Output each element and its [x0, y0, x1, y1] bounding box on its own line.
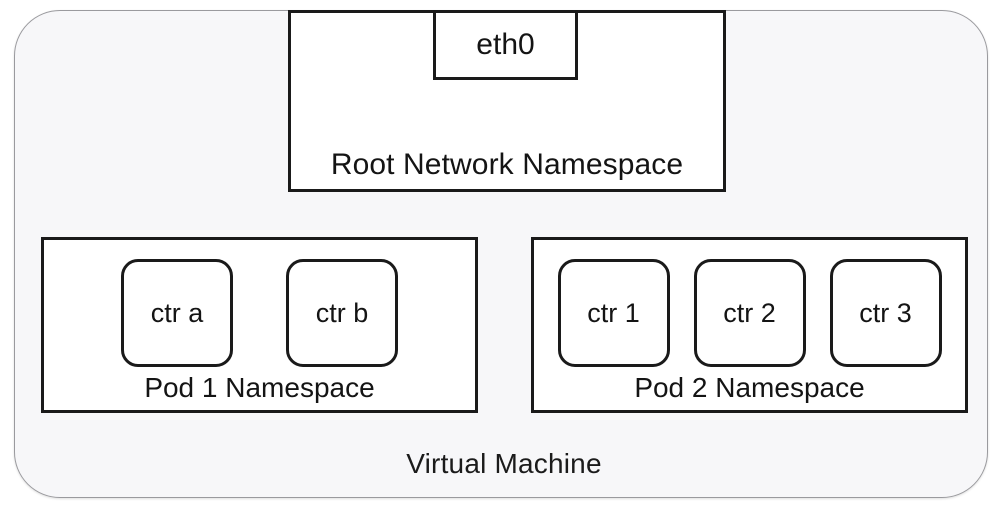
- container-box-ctr-1: ctr 1: [557, 259, 670, 367]
- eth0-interface-box: eth0: [433, 10, 578, 80]
- pod-2-namespace-box: ctr 1 ctr 2 ctr 3 Pod 2 Namespace: [531, 237, 968, 413]
- container-label-ctr-3: ctr 3: [859, 297, 912, 328]
- container-label-ctr-1: ctr 1: [587, 297, 640, 328]
- container-label-ctr-a: ctr a: [150, 297, 204, 328]
- pod-2-namespace-label: Pod 2 Namespace: [634, 372, 865, 403]
- virtual-machine-label: Virtual Machine: [406, 448, 602, 479]
- pod-1-namespace-label: Pod 1 Namespace: [144, 372, 375, 403]
- pod-1-namespace-box: ctr a ctr b Pod 1 Namespace: [41, 237, 478, 413]
- container-box-ctr-a: ctr a: [121, 259, 233, 367]
- eth0-label: eth0: [476, 28, 535, 61]
- container-label-ctr-2: ctr 2: [723, 297, 776, 328]
- container-box-ctr-b: ctr b: [286, 259, 398, 367]
- container-box-ctr-2: ctr 2: [693, 259, 806, 367]
- container-label-ctr-b: ctr b: [315, 297, 369, 328]
- pod-2-container-row: ctr 1 ctr 2 ctr 3: [534, 258, 965, 368]
- root-network-namespace-label: Root Network Namespace: [330, 148, 684, 181]
- pod-1-container-row: ctr a ctr b: [44, 258, 475, 368]
- container-box-ctr-3: ctr 3: [829, 259, 942, 367]
